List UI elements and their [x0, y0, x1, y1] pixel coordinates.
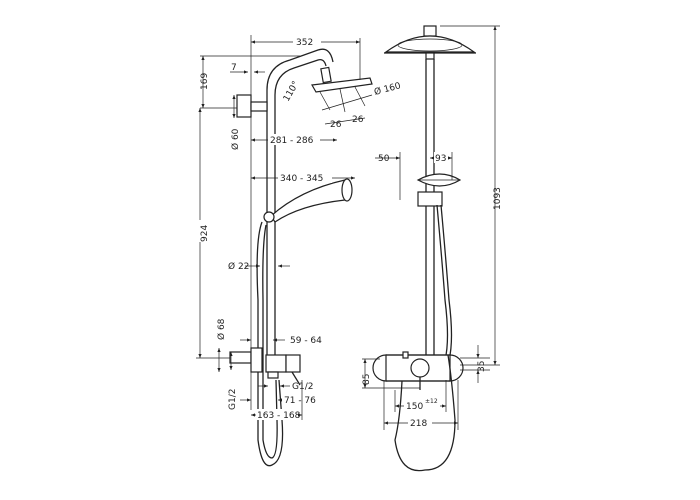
dim-mixer-width: 218	[410, 419, 427, 429]
front-dimensions: 50 93 1093 85 35 150 ±12 218	[362, 25, 503, 430]
dim-connection-spacing: 150	[406, 402, 423, 412]
dim-connection-tolerance: ±12	[425, 398, 438, 405]
dim-hand-shower-reach: 340 - 345	[280, 174, 323, 184]
dim-angle: 110°	[282, 80, 302, 104]
dim-front-left: 50	[378, 154, 390, 164]
dim-mixer-height: 85	[362, 374, 372, 385]
dim-mixer-top: 35	[477, 361, 487, 372]
dim-top-height: 169	[200, 73, 210, 90]
side-dimensions: 352 7 169 110° Ø 160 26 26 Ø 60 281 - 28…	[194, 36, 402, 421]
dim-flange-diameter: Ø 60	[230, 128, 241, 150]
side-view	[229, 35, 373, 467]
dim-mixer-flange-diameter: Ø 68	[216, 318, 227, 340]
dim-total-height: 1093	[493, 187, 503, 210]
dim-top-width: 352	[296, 38, 313, 48]
dim-head-diameter: Ø 160	[373, 80, 402, 98]
dim-head-a: 26	[330, 120, 342, 130]
dim-spout-offset: 71 - 76	[284, 396, 316, 406]
dim-vertical-height: 924	[200, 225, 210, 242]
front-view	[372, 25, 476, 472]
dim-mixer-offset: 59 - 64	[290, 336, 322, 346]
dim-thread-right: G1/2	[292, 382, 313, 392]
dim-mixer-depth: 163 - 168	[257, 411, 301, 421]
dim-front-right: 93	[435, 154, 446, 164]
dim-thread-left: G1/2	[228, 389, 238, 410]
dim-arm-reach: 281 - 286	[270, 136, 314, 146]
dim-wall-offset: 7	[231, 63, 237, 73]
dim-head-b: 26	[352, 115, 364, 125]
dim-pipe-diameter: Ø 22	[228, 261, 249, 272]
